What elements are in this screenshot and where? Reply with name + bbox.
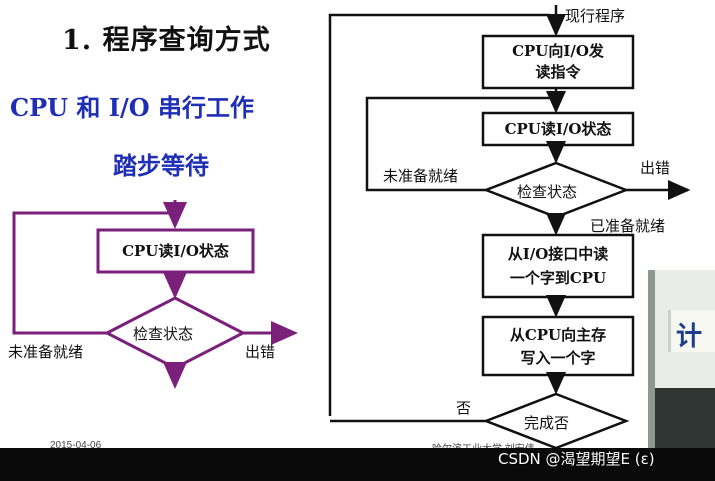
box-send-read-cmd (481, 34, 635, 90)
subtitle-line-1: CPU 和 I/O 串行工作 (10, 93, 255, 122)
outer-loop-line (328, 13, 550, 416)
diamond1-label: 检查状态 (517, 183, 578, 201)
bottom-bar (0, 448, 715, 481)
ready-label: 已准备就绪 (590, 217, 666, 235)
watermark: CSDN @渴望期望E (ε) (498, 450, 655, 468)
no-label: 否 (456, 399, 472, 417)
box4-line1: 从CPU向主存 (509, 326, 607, 344)
left-box-label: CPU读I/O状态 (122, 242, 229, 260)
box2-label: CPU读I/O状态 (504, 120, 612, 138)
box3-line1: 从I/O接口中读 (507, 245, 609, 263)
slide-date: 2015-04-06 (50, 440, 102, 451)
left-diamond-label: 检查状态 (133, 325, 194, 343)
video-thumbnail[interactable]: 计 (648, 270, 715, 448)
box1-line1: CPU向I/O发 (512, 42, 604, 60)
left-loop-back (12, 211, 175, 335)
slide-title: 1. 程序查询方式 (62, 25, 271, 56)
box3-line2: 一个字到CPU (509, 269, 607, 287)
error-label: 出错 (640, 159, 671, 177)
box4-line2: 写入一个字 (520, 349, 596, 367)
box1-line2: 读指令 (535, 63, 581, 81)
diamond2-label: 完成否 (524, 414, 570, 432)
left-not-ready-label: 未准备就绪 (8, 343, 84, 361)
not-ready-label: 未准备就绪 (383, 167, 459, 185)
left-error-label: 出错 (245, 343, 276, 361)
start-label: 现行程序 (565, 7, 626, 25)
subtitle-line-2: 踏步等待 (113, 151, 209, 180)
not-ready-loop (365, 96, 556, 192)
